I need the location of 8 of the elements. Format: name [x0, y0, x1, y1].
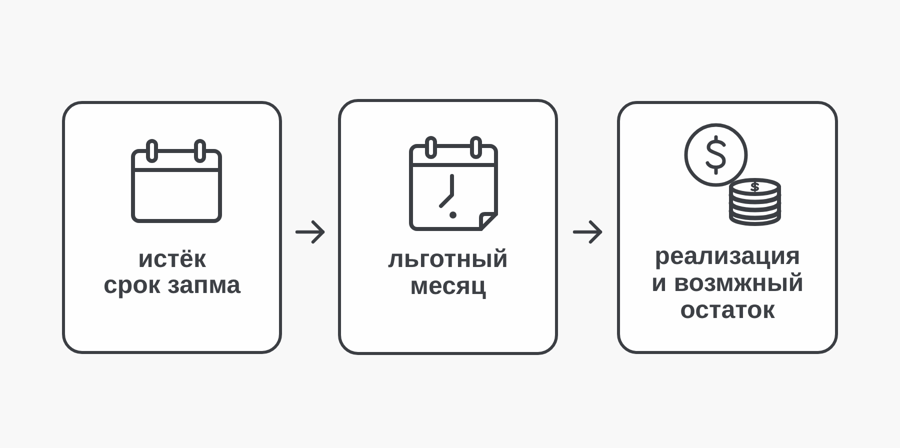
step-label: истёк срок запма [103, 246, 241, 298]
arrow [572, 220, 602, 244]
arrow [295, 220, 325, 244]
step-card [62, 101, 282, 354]
step-card [617, 101, 838, 354]
step-card [338, 99, 558, 355]
step-label: льготный месяц [388, 246, 508, 300]
step-label: реализация и возмжный остаток [651, 243, 804, 324]
